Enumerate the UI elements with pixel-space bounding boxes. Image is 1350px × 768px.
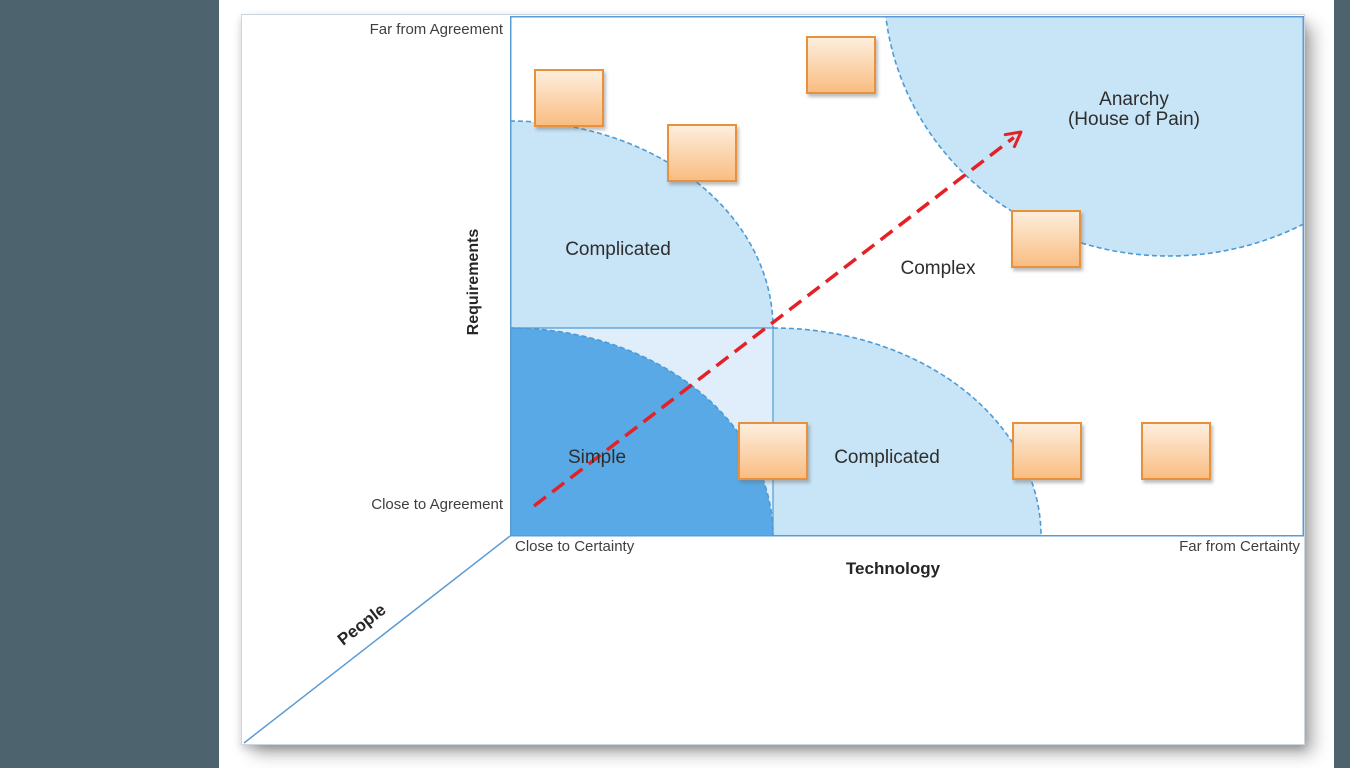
sticky-note[interactable] — [1141, 422, 1211, 480]
region-simple-arc — [511, 327, 774, 535]
region-label-complicated-lower: Complicated — [834, 447, 940, 468]
x-axis-title: Technology — [845, 559, 941, 578]
region-label-complex: Complex — [900, 258, 976, 279]
sticky-note[interactable] — [534, 69, 604, 127]
region-label-anarchy-line1: Anarchy — [1099, 89, 1169, 110]
y-axis-top-tick: Far from Agreement — [369, 21, 503, 38]
sticky-note[interactable] — [806, 36, 876, 94]
sticky-note[interactable] — [1012, 422, 1082, 480]
slide-canvas: Far from Agreement Close to Agreement Cl… — [241, 14, 1305, 745]
stacey-matrix-diagram — [243, 16, 1304, 744]
region-label-anarchy-line2: (House of Pain) — [1067, 109, 1200, 130]
sticky-note[interactable] — [738, 422, 808, 480]
y-axis-title: Requirements — [465, 228, 482, 336]
trend-arrow-shaft — [532, 136, 1015, 508]
region-complicated-lower-arc — [772, 327, 1042, 535]
people-axis-line — [243, 535, 511, 744]
region-anarchy-arc — [885, 17, 1303, 257]
plot-border — [510, 16, 1304, 537]
x-axis-right-tick: Far from Certainty — [1179, 538, 1300, 555]
region-label-simple: Simple — [567, 447, 627, 468]
sticky-note[interactable] — [1011, 210, 1081, 268]
region-complicated-upper-fill — [511, 121, 773, 328]
background-strip-right — [1334, 0, 1350, 768]
y-axis-bottom-tick: Close to Agreement — [371, 496, 503, 513]
sticky-note[interactable] — [667, 124, 737, 182]
region-label-anarchy: Anarchy (House of Pain) — [1009, 90, 1259, 130]
x-axis-left-tick: Close to Certainty — [515, 538, 635, 555]
region-complicated-lower-fill — [773, 328, 1041, 535]
region-simple-fill — [511, 328, 773, 535]
background-strip-left — [0, 0, 219, 768]
region-label-complicated-upper: Complicated — [565, 239, 671, 260]
trend-arrow-head — [1003, 130, 1023, 149]
